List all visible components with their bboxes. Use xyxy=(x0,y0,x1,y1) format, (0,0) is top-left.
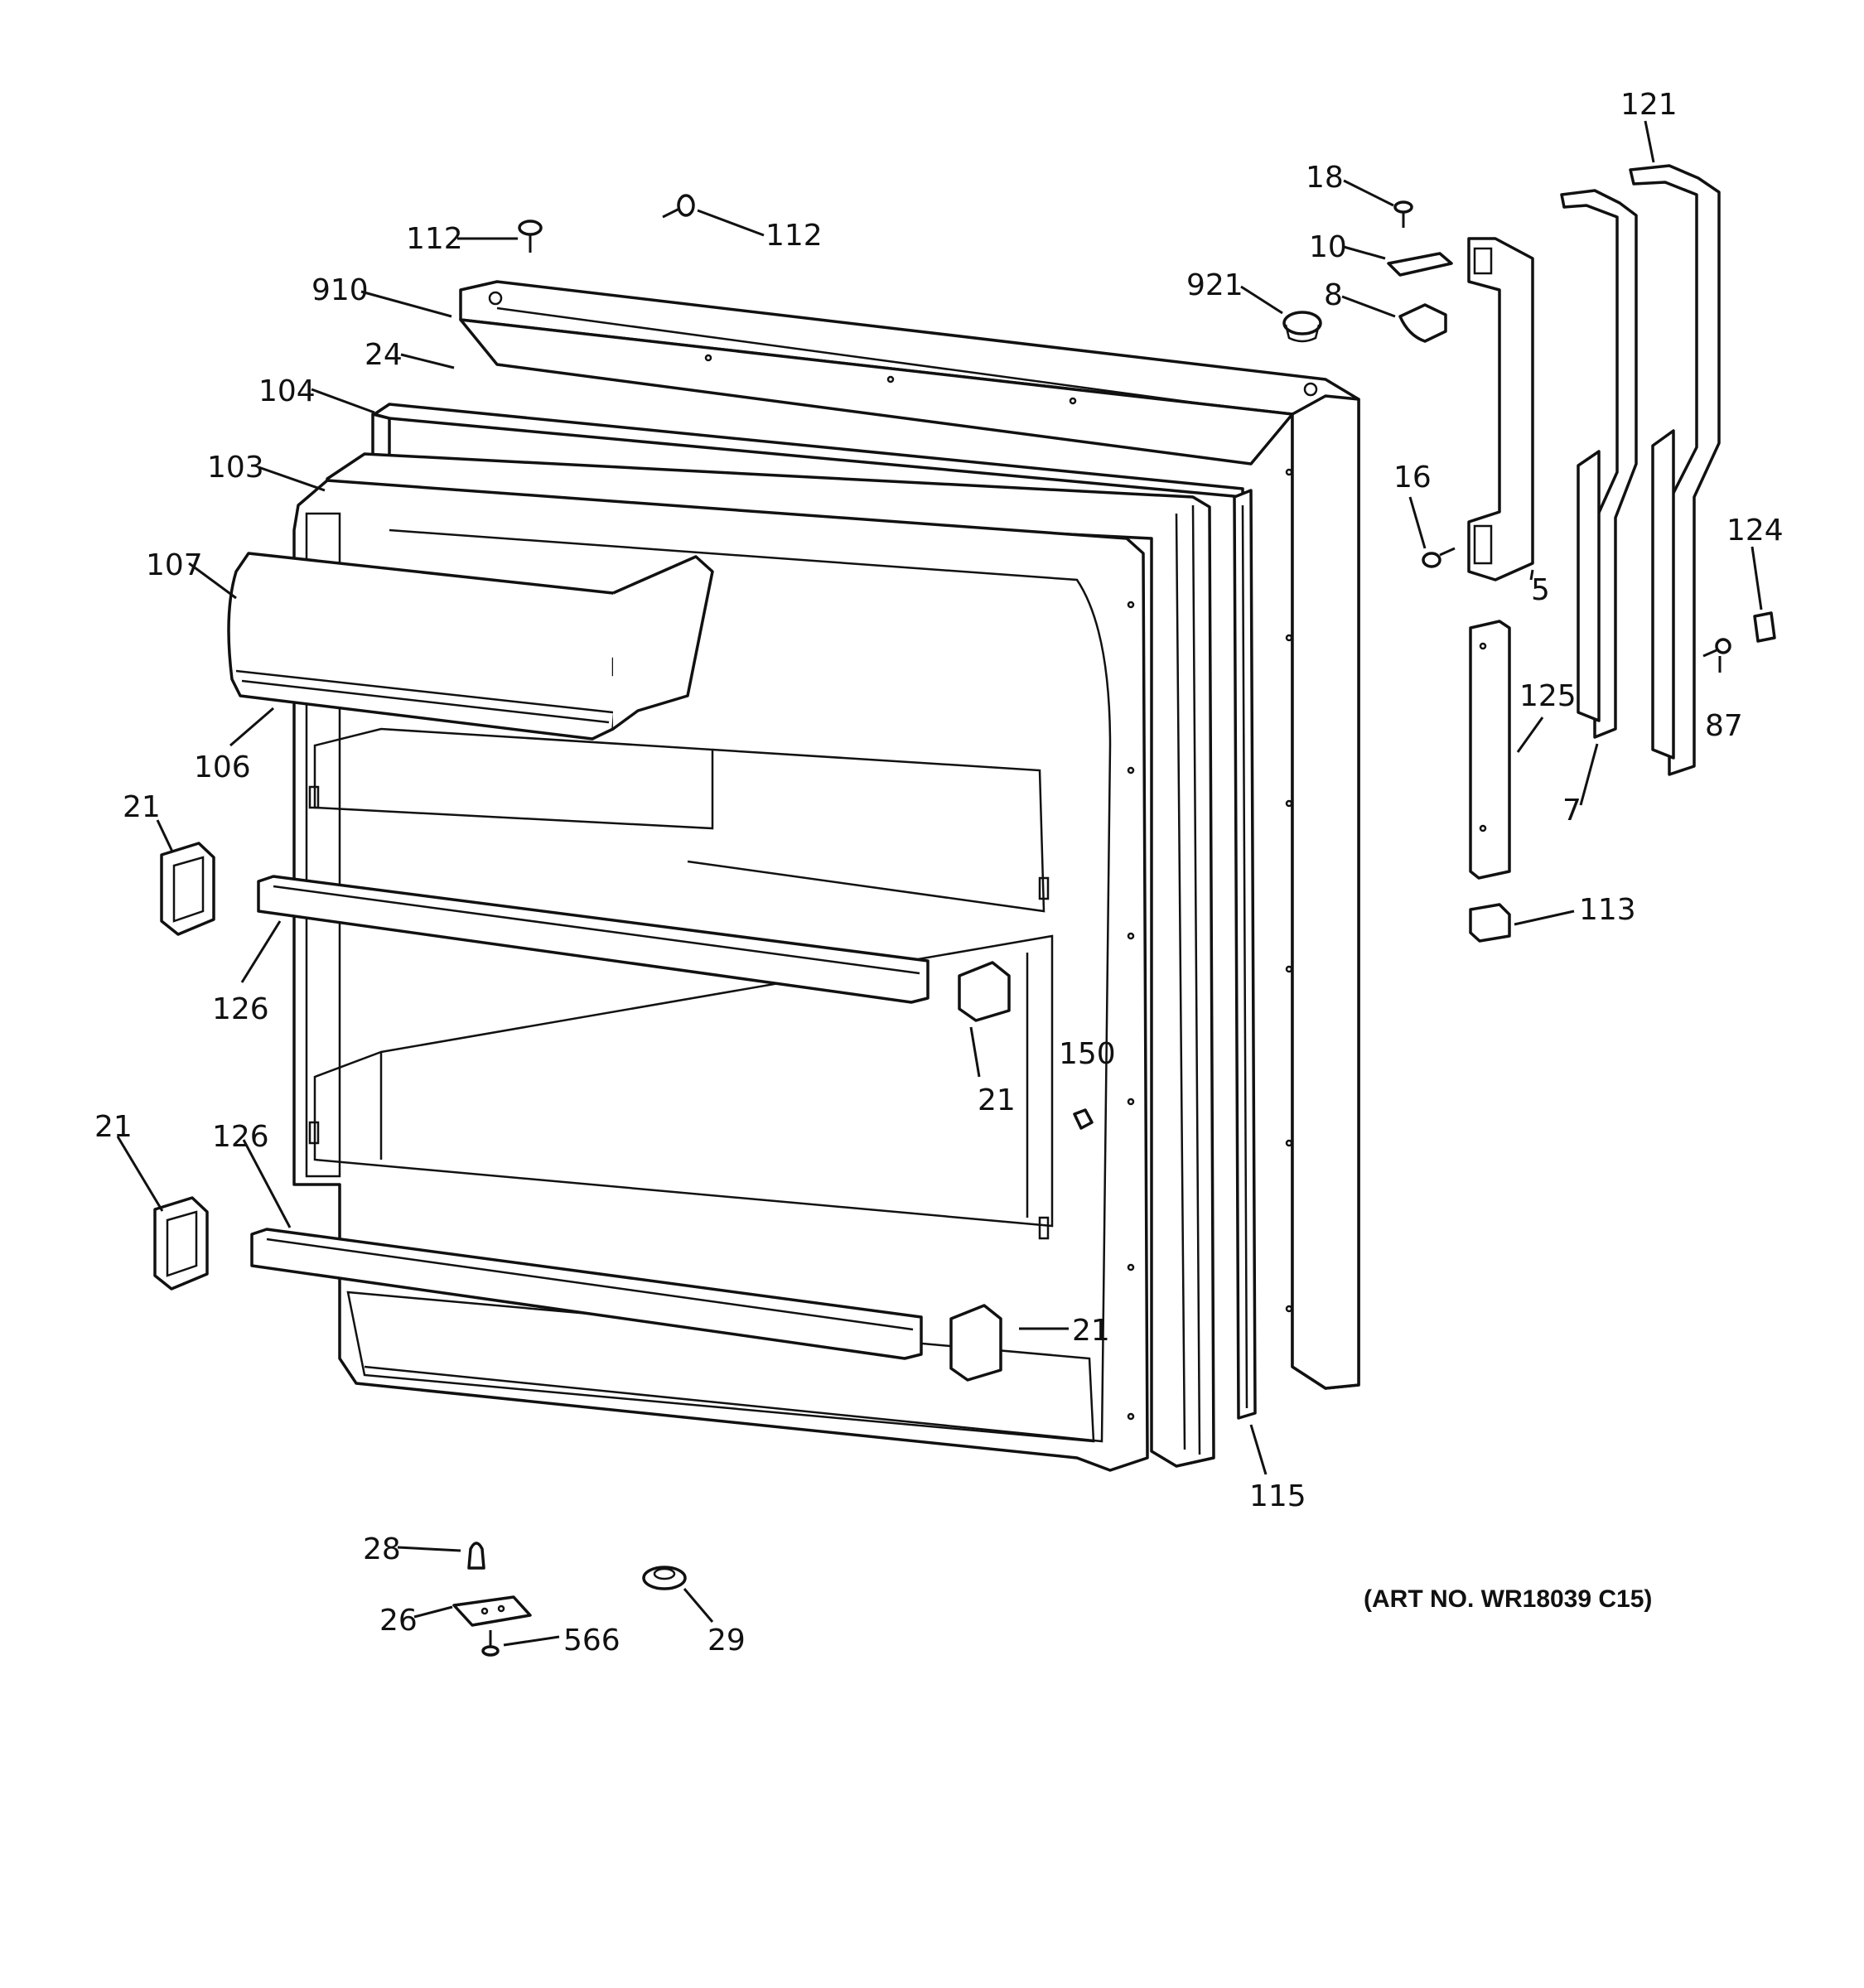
screw-150 xyxy=(1073,1108,1094,1130)
callout-18: 18 xyxy=(1306,161,1344,195)
cap-8 xyxy=(1398,303,1447,343)
callout-5: 5 xyxy=(1531,573,1550,607)
callout-112: 112 xyxy=(765,219,823,253)
screw-112-right xyxy=(662,194,695,219)
handle-5 xyxy=(1467,237,1534,581)
shelf-bar-upper xyxy=(257,875,930,1004)
handle-trim-125 xyxy=(1469,620,1511,880)
shelf-bar-lower xyxy=(250,1228,923,1360)
screw-18 xyxy=(1393,200,1413,228)
shelf-end-cap-21 xyxy=(153,842,1011,1382)
callout-115: 115 xyxy=(1249,1479,1306,1513)
bracket-10 xyxy=(1387,252,1453,277)
callout-7: 7 xyxy=(1562,794,1582,828)
callout-103: 103 xyxy=(207,451,264,485)
art-number: (ART NO. WR18039 C15) xyxy=(1364,1585,1652,1613)
callout-112: 112 xyxy=(406,222,463,256)
callout-126: 126 xyxy=(212,1120,269,1154)
screw-566 xyxy=(481,1630,500,1657)
callout-106: 106 xyxy=(194,750,251,784)
leader-lines xyxy=(116,120,1763,1647)
callout-566: 566 xyxy=(563,1624,621,1657)
screw-16 xyxy=(1422,547,1456,568)
clip-124 xyxy=(1753,611,1776,643)
callout-21: 21 xyxy=(123,790,161,824)
hinge-plate-26 xyxy=(452,1595,532,1627)
callout-113: 113 xyxy=(1579,893,1636,927)
screw-112-left xyxy=(518,220,543,253)
dairy-compartment-door xyxy=(227,552,714,741)
handle-7 xyxy=(1560,189,1638,739)
hinge-pin-28 xyxy=(467,1542,485,1570)
callout-150: 150 xyxy=(1059,1037,1116,1071)
callout-28: 28 xyxy=(363,1532,401,1566)
cap-113 xyxy=(1469,903,1511,943)
callout-21: 21 xyxy=(94,1110,133,1144)
callout-21: 21 xyxy=(978,1083,1016,1117)
callout-8: 8 xyxy=(1324,278,1343,312)
callout-labels: 112 112 910 24 104 103 107 106 21 126 21… xyxy=(94,88,1784,1657)
callout-124: 124 xyxy=(1726,514,1784,548)
callout-125: 125 xyxy=(1519,679,1577,713)
seal-strip xyxy=(1233,489,1257,1420)
callout-126: 126 xyxy=(212,992,269,1026)
callout-24: 24 xyxy=(365,338,403,372)
plug-921 xyxy=(1282,311,1322,343)
callout-104: 104 xyxy=(258,374,316,408)
callout-87: 87 xyxy=(1705,709,1743,743)
callout-16: 16 xyxy=(1393,461,1432,495)
callout-121: 121 xyxy=(1620,88,1678,122)
outer-door-panel xyxy=(459,280,1360,1390)
callout-26: 26 xyxy=(379,1604,418,1638)
callout-107: 107 xyxy=(146,548,203,582)
callout-910: 910 xyxy=(311,273,369,307)
callout-21: 21 xyxy=(1072,1314,1110,1348)
callout-921: 921 xyxy=(1186,268,1243,302)
handle-121 xyxy=(1629,164,1721,776)
callout-29: 29 xyxy=(707,1624,746,1657)
bushing-29 xyxy=(642,1566,687,1590)
screw-87 xyxy=(1702,638,1731,658)
callout-10: 10 xyxy=(1309,230,1347,264)
